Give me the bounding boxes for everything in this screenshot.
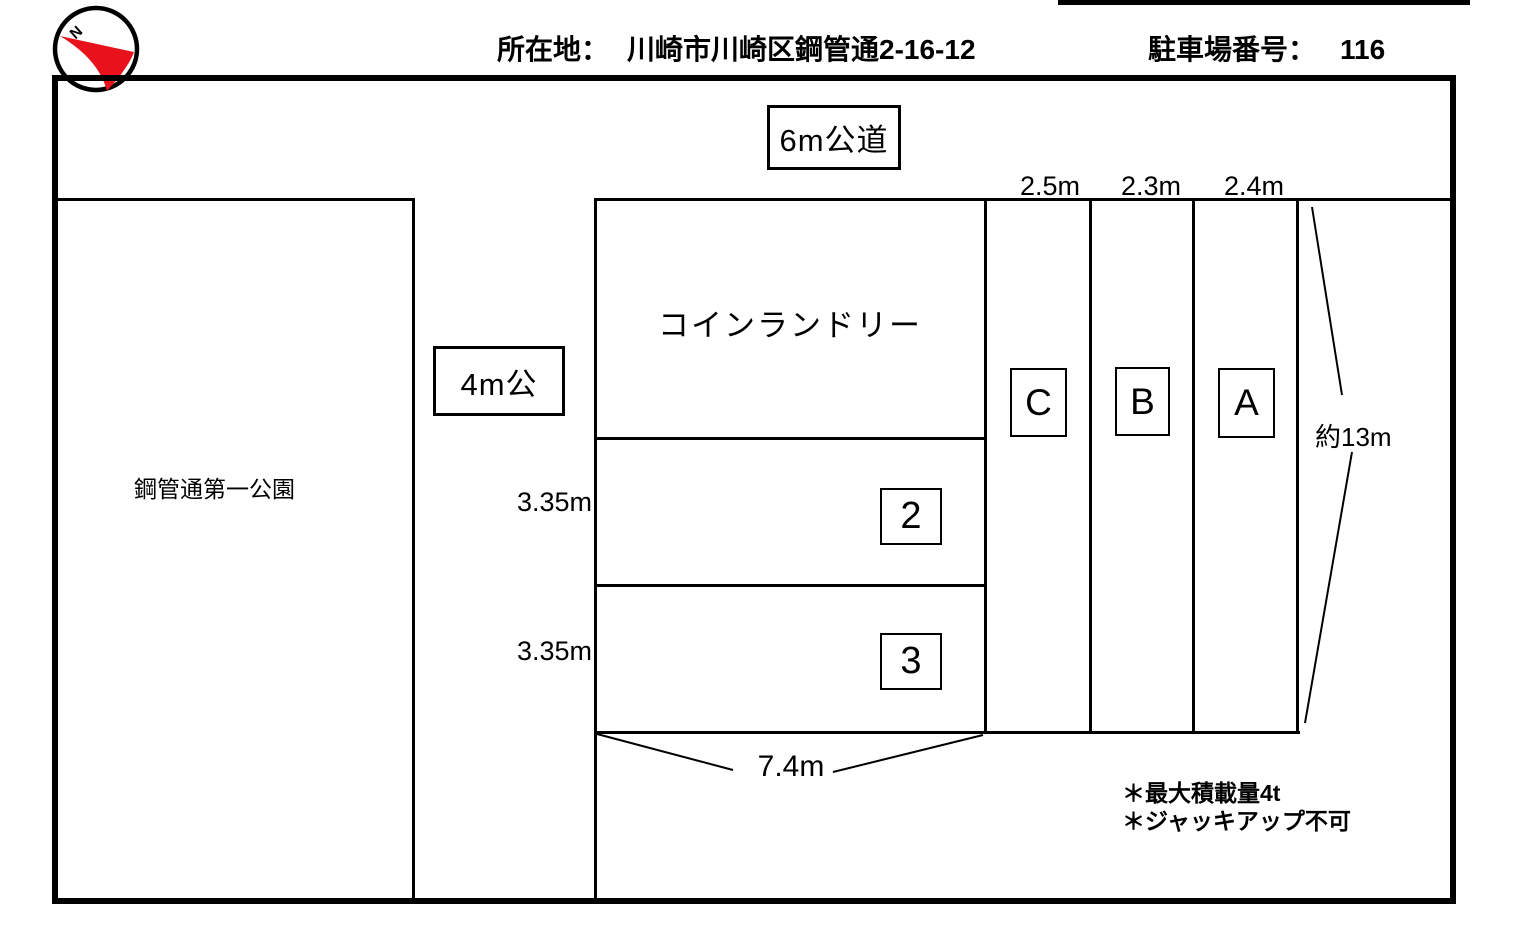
stall-c-box: C — [1010, 368, 1067, 437]
stall-2-label: 2 — [900, 495, 922, 537]
site-outer-border — [52, 75, 1456, 904]
stall-b-box: B — [1115, 367, 1170, 436]
dim-col-3: 2.4m — [1223, 171, 1285, 201]
stall-a-box: A — [1218, 368, 1275, 438]
row-divider-line — [594, 584, 986, 587]
dim-row-1: 3.35m — [516, 487, 592, 517]
stall-3-label: 3 — [900, 640, 922, 682]
parking-number-label: 駐車場番号： — [1148, 34, 1317, 65]
parking-block-bottom-line — [594, 731, 1300, 734]
stall-b-label: B — [1130, 380, 1155, 422]
column-line-3 — [1192, 198, 1195, 734]
park-area — [52, 198, 415, 904]
park-label: 鋼管通第一公園 — [134, 476, 295, 502]
dim-block-width: 7.4m — [757, 750, 825, 783]
column-line-4 — [1296, 198, 1299, 734]
parking-block-top-line — [594, 198, 1456, 201]
stall-c-label: C — [1025, 381, 1052, 423]
top-border-line — [1058, 0, 1470, 5]
note-no-jack-up: ＊ジャッキアップ不可 — [1122, 808, 1351, 834]
stall-3-box: 3 — [880, 633, 942, 690]
road-6m-box: 6m公道 — [767, 105, 901, 170]
road-4m-box: 4m公 — [433, 346, 565, 416]
header-parking-number: 駐車場番号： 116 — [1148, 28, 1385, 68]
note-max-load: ＊最大積載量4t — [1122, 780, 1281, 806]
location-value: 川崎市川崎区鋼管通2-16-12 — [627, 34, 976, 65]
parking-block-left-line — [594, 198, 597, 904]
road-4m-label: 4m公 — [460, 366, 538, 402]
laundry-bottom-line — [594, 437, 986, 440]
stall-2-box: 2 — [880, 488, 942, 545]
dim-row-2: 3.35m — [516, 636, 592, 666]
column-line-1 — [984, 198, 987, 734]
location-label: 所在地： — [497, 34, 610, 65]
laundry-building-label: コインランドリー — [658, 308, 922, 343]
column-line-2 — [1089, 198, 1092, 734]
road-6m-label: 6m公道 — [779, 123, 889, 158]
dim-col-1: 2.5m — [1019, 171, 1081, 201]
dim-column-depth: 約13m — [1315, 422, 1392, 452]
header-location: 所在地： 川崎市川崎区鋼管通2-16-12 — [497, 28, 976, 68]
dim-col-2: 2.3m — [1120, 171, 1182, 201]
stall-a-label: A — [1234, 382, 1259, 423]
notes-block: ＊最大積載量4t ＊ジャッキアップ不可 — [1122, 779, 1351, 835]
parking-number-value: 116 — [1340, 34, 1386, 65]
